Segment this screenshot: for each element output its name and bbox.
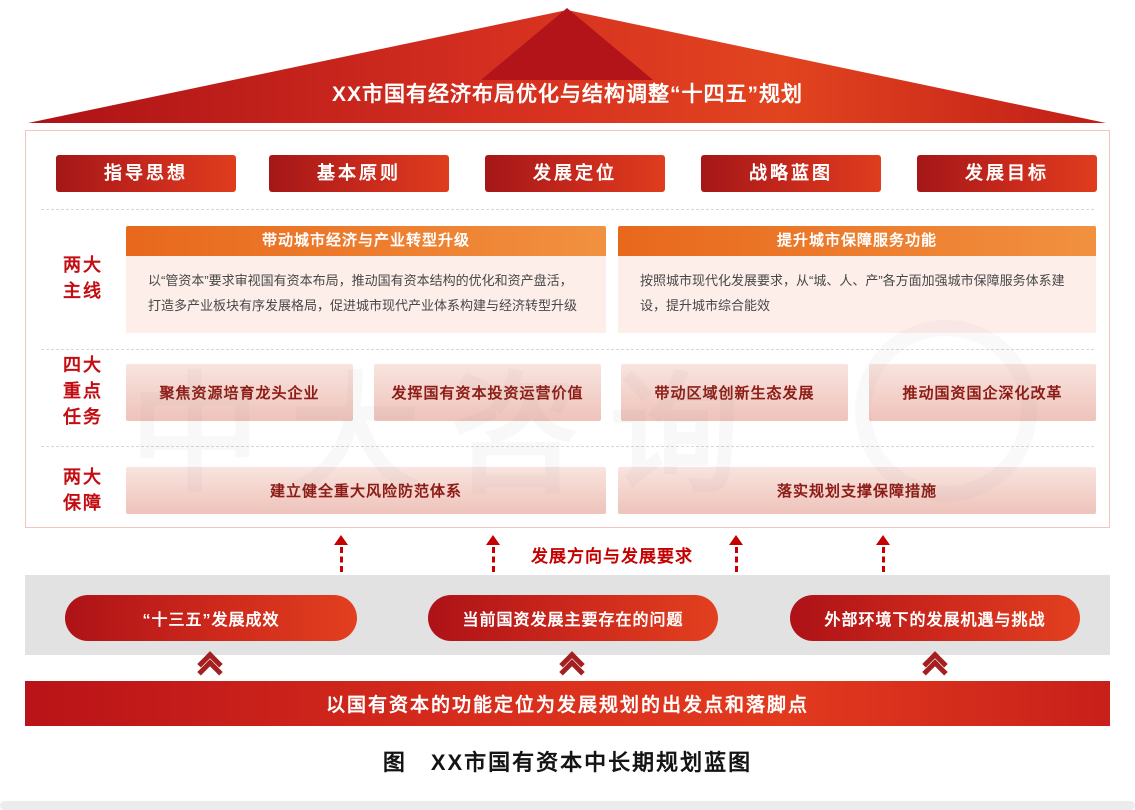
task-box: 推动国资国企深化改革	[869, 364, 1096, 421]
guarantee-box: 建立健全重大风险防范体系	[126, 467, 606, 514]
caption: 图 XX市国有资本中长期规划蓝图	[382, 750, 753, 775]
foundation-pill: 当前国资发展主要存在的问题	[428, 595, 718, 641]
task-box: 带动区域创新生态发展	[621, 364, 848, 421]
section-label-four-tasks: 四大 重点 任务	[63, 355, 103, 428]
roof-shape	[28, 8, 1106, 123]
double-chevron-up-icon	[555, 651, 589, 685]
nav-button: 基本原则	[269, 155, 449, 192]
mainline-header: 带动城市经济与产业转型升级	[126, 226, 606, 256]
dashed-divider	[41, 446, 1094, 447]
foundation-pill: “十三五”发展成效	[65, 595, 357, 641]
guarantee-box: 落实规划支撑保障措施	[618, 467, 1096, 514]
mainline-body: 以“管资本”要求审视国有资本布局，推动国有资本结构的优化和资产盘活，打造多产业板…	[126, 256, 606, 333]
mainline-body: 按照城市现代化发展要求，从“城、人、产”各方面加强城市保障服务体系建设，提升城市…	[618, 256, 1096, 333]
up-arrow-icon	[485, 535, 501, 572]
up-arrow-icon	[875, 535, 891, 572]
double-chevron-up-icon	[918, 651, 952, 685]
nav-button: 战略蓝图	[701, 155, 881, 192]
foundation-band: “十三五”发展成效 当前国资发展主要存在的问题 外部环境下的发展机遇与挑战	[25, 575, 1110, 655]
nav-button: 发展目标	[917, 155, 1097, 192]
up-arrow-icon	[728, 535, 744, 572]
mainline-header: 提升城市保障服务功能	[618, 226, 1096, 256]
dashed-divider	[41, 349, 1094, 350]
up-arrow-icon	[333, 535, 349, 572]
section-label-two-guarantees: 两大 保障	[63, 467, 103, 514]
section-label-two-mainlines: 两大 主线	[63, 255, 103, 302]
dashed-divider	[41, 209, 1094, 210]
arrows-label: 发展方向与发展要求	[531, 547, 693, 566]
bottom-bar: 以国有资本的功能定位为发展规划的出发点和落脚点	[25, 681, 1110, 726]
task-box: 聚焦资源培育龙头企业	[126, 364, 353, 421]
footer-strip	[0, 801, 1135, 810]
foundation-pill: 外部环境下的发展机遇与挑战	[790, 595, 1080, 641]
task-box: 发挥国有资本投资运营价值	[374, 364, 601, 421]
main-panel: 指导思想 基本原则 发展定位 战略蓝图 发展目标 两大 主线 带动城市经济与产业…	[25, 130, 1110, 528]
nav-button: 指导思想	[56, 155, 236, 192]
nav-button: 发展定位	[485, 155, 665, 192]
double-chevron-up-icon	[193, 651, 227, 685]
roof-title: XX市国有经济布局优化与结构调整“十四五”规划	[331, 83, 803, 106]
